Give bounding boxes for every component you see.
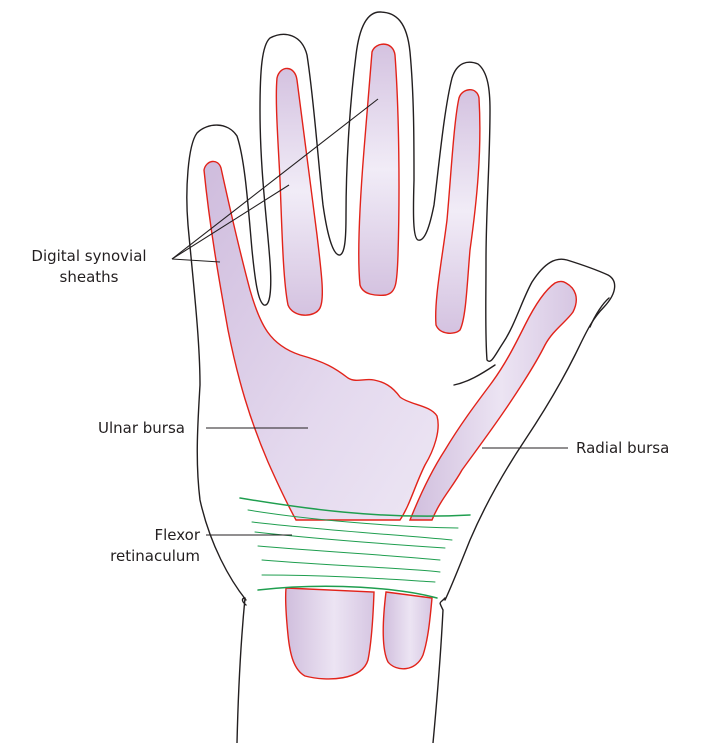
- leader-digital-3: [172, 259, 220, 262]
- label-digital-synovial-sheaths: Digital synovial sheaths: [14, 246, 164, 288]
- label-radial-bursa: Radial bursa: [576, 438, 669, 459]
- label-digital-line2: sheaths: [14, 267, 164, 288]
- ulnar-bursa: [204, 161, 438, 520]
- label-flexor-line1: Flexor: [92, 525, 200, 546]
- label-flexor-line2: retinaculum: [92, 546, 200, 567]
- sheath-index-finger: [436, 90, 480, 334]
- digital-synovial-sheaths: [204, 44, 576, 679]
- radial-bursa-forearm: [383, 592, 432, 669]
- label-digital-line1: Digital synovial: [14, 246, 164, 267]
- sheath-ring-finger: [276, 68, 322, 315]
- ulnar-bursa-forearm: [286, 588, 374, 679]
- sheath-middle-finger: [359, 44, 399, 295]
- label-ulnar-bursa: Ulnar bursa: [98, 418, 185, 439]
- label-flexor-retinaculum: Flexor retinaculum: [92, 525, 200, 567]
- radial-bursa: [410, 282, 576, 521]
